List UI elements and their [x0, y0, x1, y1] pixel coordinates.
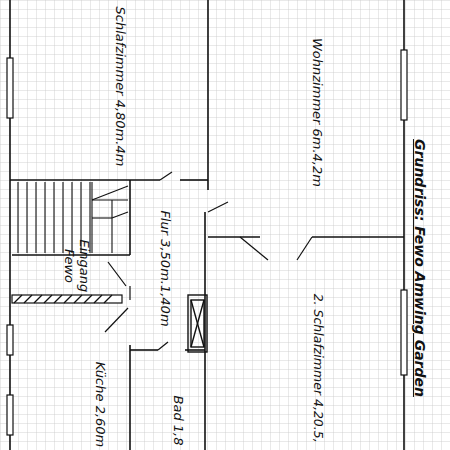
shaft: [188, 295, 207, 352]
room-label: Schlafzimmer 4,80m.4m: [113, 6, 128, 166]
entrance-wall: [12, 295, 122, 303]
stair-step: [26, 182, 27, 253]
walls: [10, 0, 404, 450]
stair-step: [17, 182, 18, 253]
room-label: Wohnzimmer 6m.4,2m: [309, 38, 324, 187]
room-label: Eingang Fewo: [61, 231, 91, 301]
room-label: Küche 2,60m: [93, 361, 108, 447]
stair-step: [62, 182, 63, 253]
room-label: Flur 3,50m.1,40m: [157, 210, 172, 326]
plan-title: Grundriss: Fewo Amwing Garden: [412, 139, 428, 397]
room-label: 2. Schlafzimmer 4,20.5,: [311, 293, 325, 442]
stair-step: [35, 182, 36, 253]
staircase: [18, 182, 128, 253]
room-label: Bad 1,8: [171, 395, 186, 445]
stair-step: [53, 182, 54, 253]
doors: [105, 172, 312, 350]
stair-step: [44, 182, 45, 253]
stair-step: [71, 182, 72, 253]
windows: [7, 50, 407, 435]
